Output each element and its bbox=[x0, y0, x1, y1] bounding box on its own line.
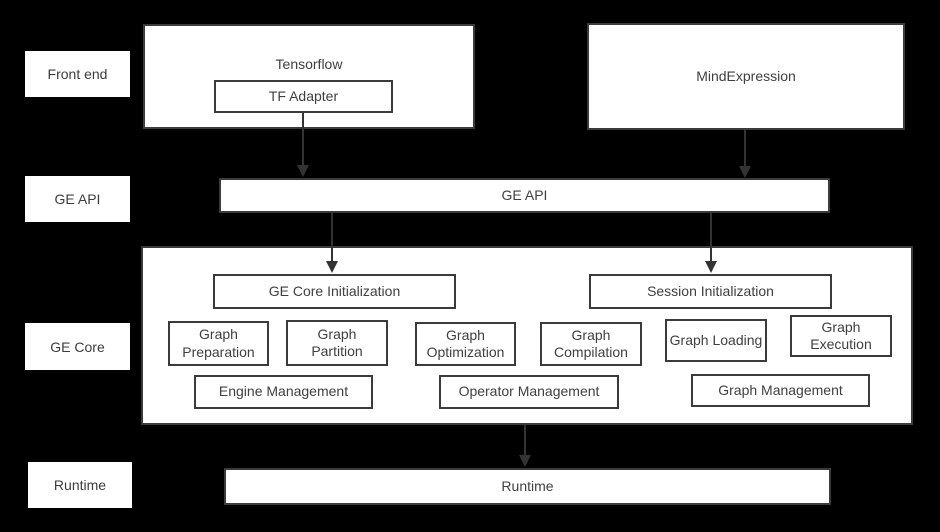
arrow-shaft bbox=[302, 113, 304, 166]
graph-optimization-box: Graph Optimization bbox=[415, 322, 516, 366]
arrow-shaft bbox=[524, 425, 526, 456]
arrow-ge-api-to-session-initialization bbox=[705, 213, 717, 273]
arrow-head-icon bbox=[297, 165, 309, 177]
mindexpression-box: MindExpression bbox=[587, 23, 905, 130]
graph-management-box: Graph Management bbox=[691, 374, 870, 407]
graph-preparation-box: Graph Preparation bbox=[168, 321, 269, 366]
arrow-head-icon bbox=[326, 261, 338, 273]
arrow-head-icon bbox=[739, 166, 751, 178]
ge-core-box: GE Core Initialization Session Initializ… bbox=[141, 246, 913, 425]
arrow-tf-adapter-to-ge-api bbox=[297, 113, 309, 177]
ge-core-initialization-box: GE Core Initialization bbox=[213, 274, 456, 309]
graph-loading-box: Graph Loading bbox=[665, 319, 767, 362]
engine-management-box: Engine Management bbox=[194, 375, 373, 409]
layer-label-front-end: Front end bbox=[25, 51, 130, 97]
runtime-bar: Runtime bbox=[224, 468, 831, 505]
layer-label-ge-api: GE API bbox=[25, 176, 130, 222]
tensorflow-label: Tensorflow bbox=[275, 56, 343, 72]
arrow-ge-api-to-ge-core-initialization bbox=[326, 213, 338, 273]
ge-api-bar: GE API bbox=[219, 178, 830, 213]
arrow-shaft bbox=[331, 213, 333, 262]
arrow-head-icon bbox=[519, 455, 531, 467]
graph-partition-box: Graph Partition bbox=[286, 320, 388, 366]
arrow-mindexpression-to-ge-api bbox=[739, 130, 751, 178]
tf-adapter-box: TF Adapter bbox=[214, 80, 393, 113]
arrow-shaft bbox=[744, 130, 746, 167]
layer-label-ge-core: GE Core bbox=[25, 323, 130, 370]
layer-label-runtime: Runtime bbox=[28, 462, 132, 508]
graph-compilation-box: Graph Compilation bbox=[540, 322, 642, 366]
session-initialization-box: Session Initialization bbox=[589, 274, 832, 309]
arrow-head-icon bbox=[705, 261, 717, 273]
graph-execution-box: Graph Execution bbox=[790, 315, 892, 357]
arrow-ge-core-to-runtime bbox=[519, 425, 531, 467]
arrow-shaft bbox=[710, 213, 712, 262]
operator-management-box: Operator Management bbox=[439, 375, 619, 409]
tensorflow-box: Tensorflow TF Adapter bbox=[143, 24, 475, 129]
